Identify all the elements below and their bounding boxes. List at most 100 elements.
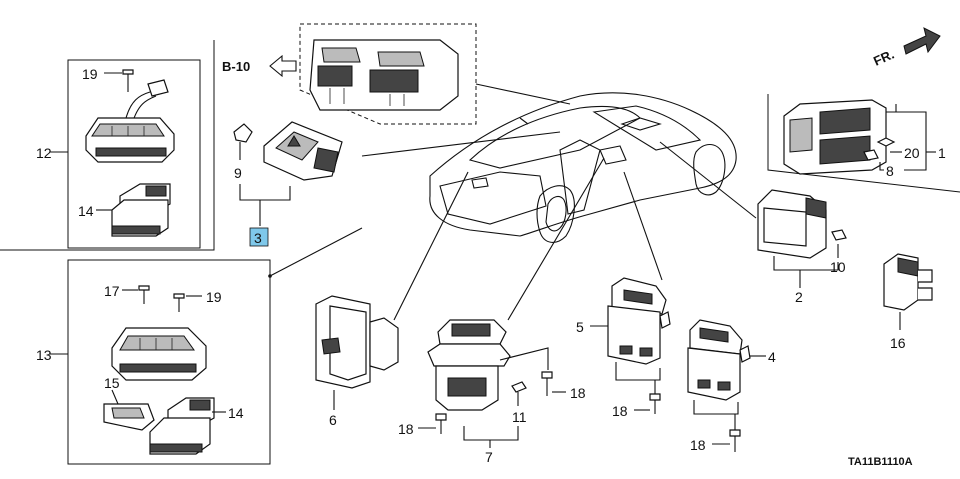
switch-5-pin-a [619,345,633,355]
car-rear-window [468,105,641,169]
clip-10 [831,229,847,241]
callout-18c: 18 [612,403,628,419]
left-panel-divider [0,40,215,251]
dot-13 [268,274,272,278]
screw-20 [876,137,896,147]
front-direction [903,27,941,55]
car-rear-wheel [536,185,575,243]
car-front-wheel [693,143,726,196]
bracket-7-screw [499,347,549,370]
leader-console-car [475,83,571,105]
screw-18b-head [541,371,553,379]
part-4 [687,319,766,452]
switch-4-pin-b [717,381,731,391]
clip-9 [233,123,253,143]
callout-17: 17 [104,283,120,299]
switch-4-body [687,347,741,401]
callout-16: 16 [890,335,906,351]
callout-1: 1 [938,145,946,161]
leader-6-car [393,171,469,321]
lamp-13-base [119,363,197,373]
console-dashed-frame [299,23,477,125]
callout-20: 20 [904,145,920,161]
callout-18d: 18 [690,437,706,453]
switch-1-upper [819,107,871,135]
lamp-12-detail [111,126,145,136]
screw-18c-head [649,393,661,401]
console-lens-b [377,51,425,67]
console-lens-a [321,47,361,63]
callout-7: 7 [485,449,493,465]
bracket-2 [773,256,839,271]
screw-18d-head [729,429,741,437]
switch-4-face [699,327,729,343]
switch-4-pin-a [697,379,711,389]
callout-14a: 14 [78,203,94,219]
lens-15-inner [111,407,145,419]
switch-14b-base [149,443,203,453]
part-1 [767,94,960,193]
group-13-frame [67,259,271,465]
switch-1-lower [819,135,871,165]
leader-2-car [659,141,757,219]
part-16 [883,253,933,330]
switch-1-tab [886,104,897,113]
switch-5-tab [659,311,671,329]
switch-14a-knob [145,185,167,197]
callout-5: 5 [576,319,584,335]
lamp-13-lens [119,335,195,351]
car-dash [620,117,662,131]
leader-5-car [623,171,663,281]
callout-19a: 19 [82,66,98,82]
part-6 [315,171,469,410]
switch-6-connector [369,317,399,371]
callout-9: 9 [234,165,242,181]
switch-2-face [763,207,807,247]
switch-14a-base [111,225,161,235]
bracket-5 [615,362,661,381]
front-arrow-icon [903,27,941,55]
screw-8 [863,149,879,161]
callout-18a: 18 [398,421,414,437]
lamp-12-base [95,147,167,157]
callout-18b: 18 [570,385,586,401]
bracket-7 [463,426,519,441]
direction-label: FR. [871,47,896,69]
callout-8: 8 [886,163,894,179]
switch-1-face [789,117,813,153]
leader-13-car [269,227,363,277]
callout-12: 12 [36,145,52,161]
switch-5-face [623,289,653,305]
callout-3-highlight [249,227,269,247]
lamp-13-detail [139,338,173,350]
ref-label: B-10 [222,59,250,74]
part-7 [418,157,605,448]
bracket-3 [239,184,291,201]
group-1-frame [767,94,960,193]
leader-8 [879,162,884,171]
screw-19-head [122,69,134,75]
callout-15: 15 [104,375,120,391]
callout-13: 13 [36,347,52,363]
switch-6-face [329,305,367,381]
hazard-switch-connector [313,147,339,173]
car-trunk [439,171,547,225]
car-mirror [519,117,529,125]
car-outline [429,92,737,243]
switch-7-face [451,323,491,337]
part-3 [233,121,561,247]
console-block-a [317,65,353,87]
switch-6-knob [321,337,341,355]
car-side-window [592,105,702,151]
screw-17-head [138,285,150,291]
callout-6: 6 [329,412,337,428]
hazard-triangle-icon [287,135,301,147]
car-rear-wheel-hub [545,195,567,232]
car-console-switch [599,145,627,165]
callout-19b: 19 [206,289,222,305]
car-door-line [559,139,601,215]
switch-5-pin-b [639,347,653,357]
console-detail [329,88,405,106]
screw-19b-head [173,293,185,299]
